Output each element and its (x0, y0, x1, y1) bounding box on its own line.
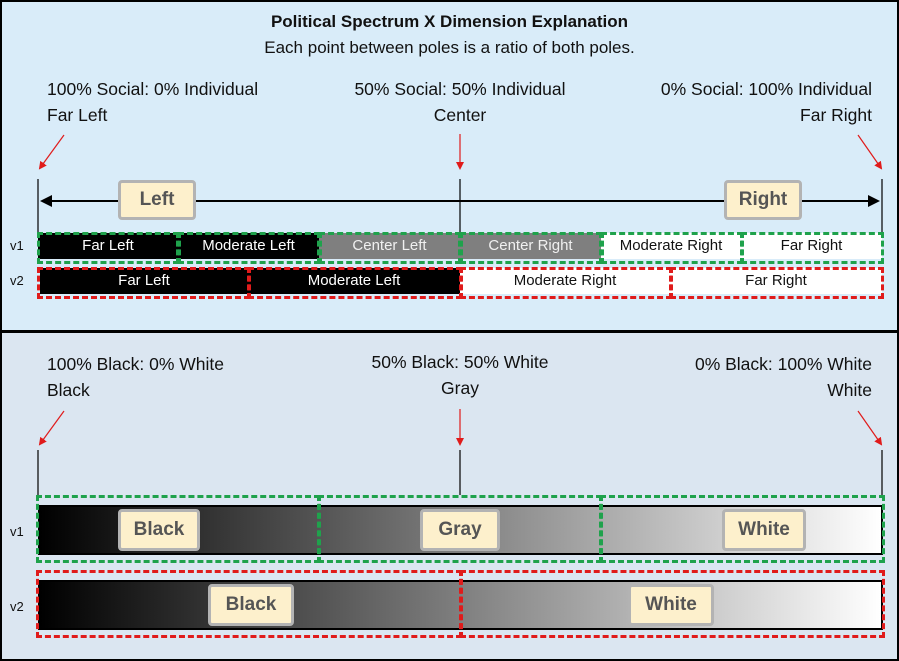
v2-gradient-row-label: v2 (10, 599, 24, 614)
color-gradient-panel: 100% Black: 0% White Black 50% Black: 50… (2, 333, 897, 659)
v1-segment-center-left: Center Left (319, 233, 460, 259)
center-pole-ratio: 50% Social: 50% Individual (354, 79, 566, 99)
v1-gradient-row-label: v1 (10, 524, 24, 539)
gray-pole-ratio: 50% Black: 50% White (371, 352, 549, 372)
political-spectrum-panel: Political Spectrum X Dimension Explanati… (2, 2, 897, 330)
v1-segment-far-left: Far Left (38, 233, 178, 259)
v1-tag-white: White (722, 509, 806, 551)
white-pole-label: 0% Black: 100% White White (695, 351, 872, 403)
left-pole-ratio: 100% Social: 0% Individual (47, 79, 259, 99)
left-pole-name: Far Left (47, 105, 108, 125)
v2-gradient-bar (38, 580, 883, 630)
v2-tag-white: White (628, 584, 714, 626)
v2-segment-moderate-left: Moderate Left (248, 268, 460, 294)
gray-pole-label: 50% Black: 50% White Gray (310, 349, 610, 401)
white-pole-name: White (827, 380, 872, 400)
v1-row-label: v1 (10, 238, 24, 253)
v2-tag-black: Black (208, 584, 294, 626)
black-pointer-arrow (38, 410, 65, 446)
center-pole-label: 50% Social: 50% Individual Center (310, 76, 610, 128)
gray-pole-name: Gray (441, 378, 479, 398)
left-pole-label: 100% Social: 0% Individual Far Left (47, 76, 258, 128)
v2-segment-far-right: Far Right (670, 268, 882, 294)
v1-tag-black: Black (118, 509, 200, 551)
right-pointer-arrow (857, 134, 883, 170)
axis-tag-left: Left (118, 180, 196, 220)
v2-segment-moderate-right: Moderate Right (460, 268, 670, 294)
black-pole-label: 100% Black: 0% White Black (47, 351, 224, 403)
v1-segment-far-right: Far Right (741, 233, 882, 259)
right-pole-ratio: 0% Social: 100% Individual (660, 79, 872, 99)
right-pole-label: 0% Social: 100% Individual Far Right (661, 76, 872, 128)
black-pole-ratio: 100% Black: 0% White (47, 354, 225, 374)
white-pointer-arrow (857, 410, 883, 446)
bottom-pointer-graphics (37, 409, 883, 495)
white-pole-ratio: 0% Black: 100% White (694, 354, 872, 374)
v2-row-label: v2 (10, 273, 24, 288)
left-pointer-arrow (38, 134, 65, 170)
black-pole-name: Black (47, 380, 90, 400)
v1-tag-gray: Gray (420, 509, 500, 551)
v1-segment-center-right: Center Right (460, 233, 601, 259)
v1-segment-moderate-right: Moderate Right (601, 233, 741, 259)
v1-segment-moderate-left: Moderate Left (178, 233, 319, 259)
diagram-subtitle: Each point between poles is a ratio of b… (264, 38, 635, 57)
center-pole-name: Center (433, 105, 487, 125)
v2-segment-far-left: Far Left (40, 268, 248, 294)
diagram-title: Political Spectrum X Dimension Explanati… (270, 12, 629, 31)
right-pole-name: Far Right (800, 105, 872, 125)
axis-tag-right: Right (724, 180, 802, 220)
